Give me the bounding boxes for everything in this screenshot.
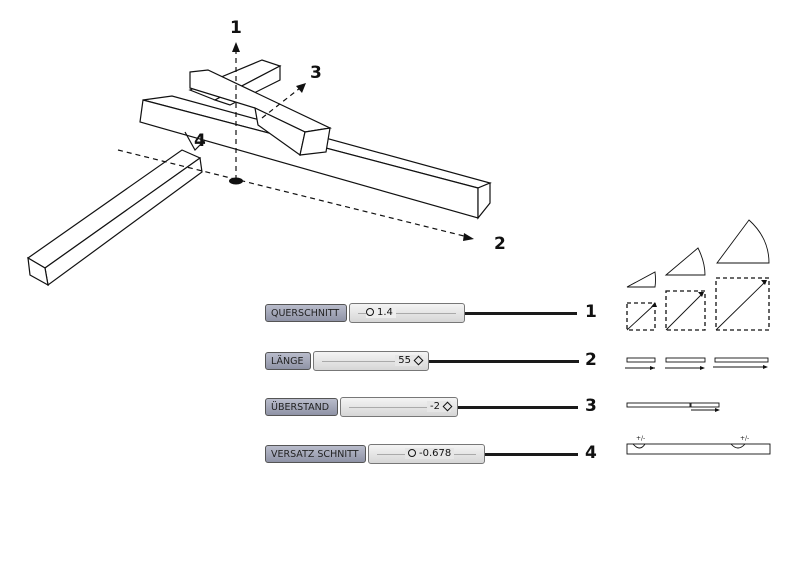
slider-label: VERSATZ SCHNITT: [265, 445, 366, 463]
slider-value: 55: [398, 355, 411, 366]
offset-label-right: +/-: [740, 435, 749, 442]
slider-number-4: 4: [585, 443, 597, 463]
slider-value: -0.678: [419, 448, 452, 459]
slider-versatz-schnitt[interactable]: VERSATZ SCHNITT -0.678: [265, 444, 578, 464]
wire: [429, 359, 579, 363]
slider-label: QUERSCHNITT: [265, 304, 347, 322]
axis-label-4: 4: [194, 131, 206, 151]
beam-small: [189, 69, 333, 157]
length-arrow-heads: [650, 280, 768, 412]
arrow-heads: [229, 42, 474, 241]
slider-querschnitt[interactable]: QUERSCHNITT 1.4: [265, 303, 577, 323]
slider-laenge[interactable]: LÄNGE 55: [265, 351, 579, 371]
slider-knob-icon[interactable]: [442, 401, 453, 411]
wire: [458, 405, 578, 409]
slider-label: ÜBERSTAND: [265, 398, 338, 416]
slider-track[interactable]: 55: [313, 351, 429, 371]
length-icons: [625, 357, 771, 455]
offset-label-left: +/-: [636, 435, 645, 442]
slider-label: LÄNGE: [265, 352, 311, 370]
slider-number-2: 2: [585, 350, 597, 370]
slider-value: 1.4: [377, 307, 393, 318]
slider-number-3: 3: [585, 396, 597, 416]
wire: [465, 311, 577, 315]
slider-number-1: 1: [585, 302, 597, 322]
wire: [485, 452, 578, 456]
slider-track[interactable]: -2: [340, 397, 458, 417]
axis-label-1: 1: [230, 18, 242, 38]
slider-track[interactable]: -0.678: [368, 444, 485, 464]
axis-label-2: 2: [494, 234, 506, 254]
slider-knob-icon[interactable]: [408, 449, 416, 457]
slider-knob-icon[interactable]: [366, 308, 374, 316]
axis-label-3: 3: [310, 63, 322, 83]
axes-dashed: [117, 50, 469, 238]
slider-knob-icon[interactable]: [413, 355, 424, 365]
cross-section-icons: [626, 219, 770, 331]
slider-ueberstand[interactable]: ÜBERSTAND -2: [265, 397, 578, 417]
slider-value: -2: [430, 401, 440, 412]
beam-lower-left: [26, 149, 203, 287]
slider-track[interactable]: 1.4: [349, 303, 465, 323]
